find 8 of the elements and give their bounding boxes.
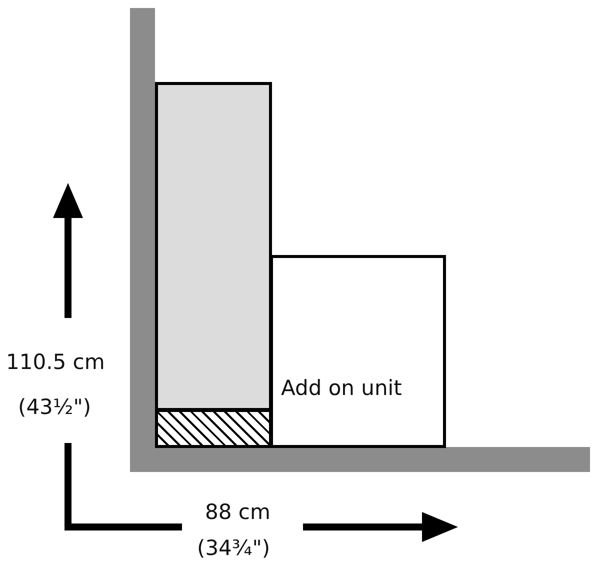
dimension-label: (43½")	[18, 395, 92, 419]
dimension-label: (34¾")	[197, 536, 270, 560]
dimension-label: 88 cm	[205, 500, 270, 524]
dimension-label: 110.5 cm	[6, 350, 105, 374]
unit-label: Add on unit	[281, 376, 402, 400]
cabinet-box	[270, 255, 446, 448]
plinth-box	[155, 409, 272, 448]
cabinet-box	[155, 82, 272, 411]
